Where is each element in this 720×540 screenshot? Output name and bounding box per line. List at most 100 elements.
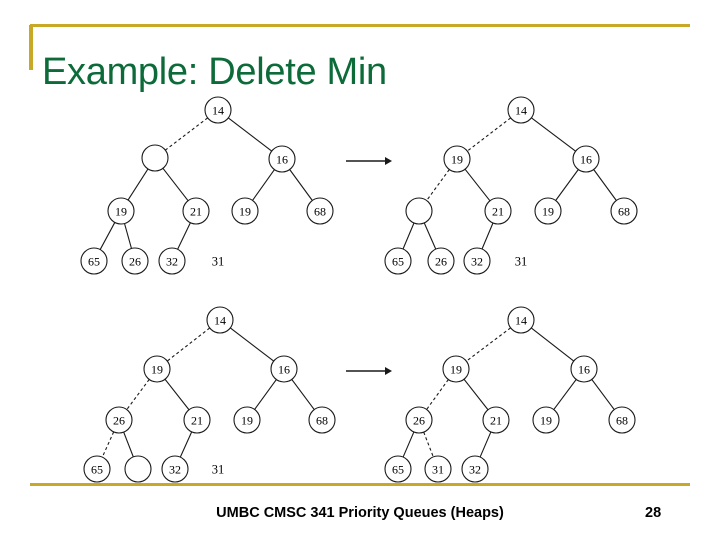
tree-node-label-14: 14 [515, 104, 527, 118]
tree-edge-t2-16-to-t2-68 [593, 169, 617, 201]
tree-edge-t3-19a-to-t3-26 [126, 379, 150, 410]
tree-edge-t1-14-to-t1-hole [165, 117, 208, 151]
tree-node-label-19: 19 [542, 205, 554, 219]
tree-edge-t3-19a-to-t3-21 [164, 378, 190, 411]
arrow-step-3-to-4-head-icon [385, 367, 392, 375]
tree-edge-t2-14-to-t2-16 [531, 117, 576, 152]
slide-number: 28 [645, 505, 662, 521]
tree-edge-t2-14-to-t2-19a [466, 117, 512, 152]
tree-node-label-65: 65 [91, 463, 103, 477]
tree-node-19 [532, 406, 560, 434]
tree-node-32 [463, 247, 491, 275]
tree-node-label-26: 26 [435, 255, 447, 269]
tree-node-label-32: 32 [169, 463, 181, 477]
tree-edge-t4-16-to-t4-19b [553, 379, 577, 410]
title-divider-rule [30, 24, 690, 27]
tree-node-32 [158, 247, 186, 275]
tree-node-label-68: 68 [316, 414, 328, 428]
tree-node-68 [308, 406, 336, 434]
loose-value-label-31: 31 [515, 255, 528, 269]
tree-node-16 [572, 145, 600, 173]
tree-node-label-14: 14 [214, 314, 226, 328]
tree-edge-t3-26-to-t3-hole [123, 431, 134, 458]
tree-node-label-26: 26 [413, 414, 425, 428]
tree-node-19 [442, 355, 470, 383]
tree-node-68 [610, 197, 638, 225]
heap-diagram-svg: 14 16 19 21 19 68 65 26 32 31 14 19 16 21 19 68 65 26 32 31… [80, 96, 638, 483]
tree-edge-t3-16-to-t3-19b [254, 379, 277, 410]
tree-node-label-19: 19 [450, 363, 462, 377]
arrow-step-3-to-4 [346, 367, 392, 375]
tree-edge-t4-21-to-t4-32 [479, 431, 492, 458]
tree-edge-t4-26-to-t4-31 [423, 431, 434, 458]
tree-node-68 [608, 406, 636, 434]
tree-edge-t1-hole-to-t1-21 [162, 167, 189, 202]
tree-edge-t3-21-to-t3-32 [179, 431, 193, 458]
tree-node-label-31: 31 [432, 463, 444, 477]
tree-edge-t1-21-to-t1-32 [177, 222, 191, 250]
tree-edge-t2-19a-to-t2-21 [464, 168, 491, 202]
tree-node-empty-hole [124, 455, 152, 483]
tree-node-label-32: 32 [166, 255, 178, 269]
tree-edge-t1-16-to-t1-19b [252, 169, 275, 201]
tree-node-19 [231, 197, 259, 225]
tree-node-19 [443, 145, 471, 173]
tree-node-65 [80, 247, 108, 275]
tree-edge-t2-19a-to-t2-hole [426, 169, 450, 201]
tree-node-label-19: 19 [151, 363, 163, 377]
tree-node-65 [384, 455, 412, 483]
tree-node-label-16: 16 [278, 363, 290, 377]
tree-node-21 [183, 406, 211, 434]
tree-node-32 [161, 455, 189, 483]
tree-node-label-14: 14 [212, 104, 224, 118]
tree-edge-t3-26-to-t3-65 [101, 431, 115, 458]
tree-node-19 [143, 355, 171, 383]
tree-node-label-65: 65 [88, 255, 100, 269]
tree-edge-t3-16-to-t3-68 [291, 379, 315, 410]
heap-delete-min-figure: 14 16 19 21 19 68 65 26 32 31 14 19 16 21 19 68 65 26 32 31… [0, 80, 720, 483]
footer-divider-rule [30, 483, 690, 486]
arrow-step-1-to-2-head-icon [385, 157, 392, 165]
tree-node-label-21: 21 [490, 414, 502, 428]
tree-node-26 [121, 247, 149, 275]
page-title: Example: Delete Min [42, 51, 387, 94]
tree-node-label-19: 19 [239, 205, 251, 219]
tree-node-label-19: 19 [451, 153, 463, 167]
tree-node-19 [233, 406, 261, 434]
tree-node-16 [570, 355, 598, 383]
tree-node-16 [270, 355, 298, 383]
tree-node-label-68: 68 [616, 414, 628, 428]
tree-node-label-21: 21 [492, 205, 504, 219]
tree-node-26 [427, 247, 455, 275]
tree-node-16 [268, 145, 296, 173]
footer-course-label: UMBC CMSC 341 Priority Queues (Heaps) [216, 505, 504, 521]
tree-node-68 [306, 197, 334, 225]
tree-edge-t2-hole-to-t2-26 [423, 222, 437, 250]
tree-node-label-16: 16 [276, 153, 288, 167]
tree-edge-t2-16-to-t2-19b [555, 169, 579, 201]
tree-edge-t4-19a-to-t4-26 [426, 379, 449, 410]
tree-node-14 [507, 96, 535, 124]
tree-node-14 [206, 306, 234, 334]
tree-node-26 [405, 406, 433, 434]
tree-node-label-21: 21 [191, 414, 203, 428]
tree-node-empty-hole [141, 144, 169, 172]
tree-node-label-16: 16 [578, 363, 590, 377]
tree-node-label-65: 65 [392, 255, 404, 269]
tree-edge-t1-16-to-t1-68 [289, 169, 313, 201]
tree-node-31 [424, 455, 452, 483]
tree-node-19 [534, 197, 562, 225]
tree-node-32 [461, 455, 489, 483]
tree-node-65 [83, 455, 111, 483]
tree-node-21 [484, 197, 512, 225]
tree-node-label-19: 19 [241, 414, 253, 428]
tree-node-label-16: 16 [580, 153, 592, 167]
tree-node-65 [384, 247, 412, 275]
tree-node-label-68: 68 [314, 205, 326, 219]
tree-node-label-32: 32 [469, 463, 481, 477]
tree-node-label-19: 19 [540, 414, 552, 428]
